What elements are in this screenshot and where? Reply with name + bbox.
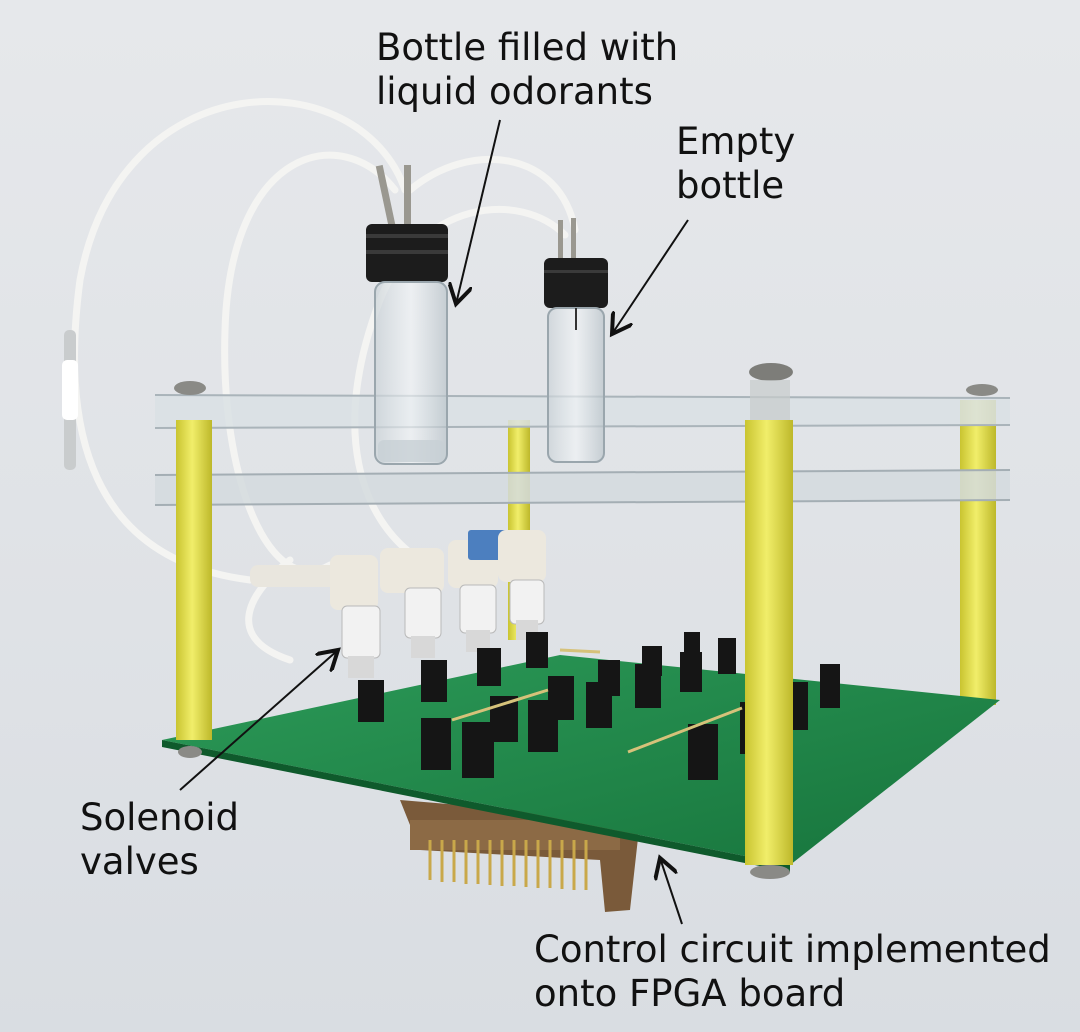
- acrylic-plate-bottom: [154, 469, 1011, 506]
- label-control-circuit: Control circuit implemented onto FPGA bo…: [534, 928, 1051, 1015]
- label-bottle-filled: Bottle filled with liquid odorants: [376, 26, 679, 113]
- standoff-front-left: [174, 381, 212, 758]
- standoff-back-right-cap: [966, 384, 998, 396]
- arrow-control-circuit: [660, 858, 683, 925]
- bottle-filled: [366, 164, 448, 465]
- arrow-bottle-filled: [456, 119, 501, 304]
- arrow-empty-bottle: [612, 219, 689, 334]
- label-solenoid-valves: Solenoid valves: [80, 796, 240, 883]
- pcb-pin-rows: [451, 648, 743, 754]
- tubing-sleeve: [62, 330, 78, 470]
- annotation-arrows: [179, 119, 689, 925]
- solenoid-valves: [250, 530, 546, 678]
- valve-4: [468, 530, 546, 640]
- valve-2: [380, 548, 444, 658]
- arrow-solenoid-valves: [179, 650, 338, 791]
- standoff-front-right: [745, 363, 793, 879]
- valve-1: [250, 555, 381, 678]
- label-empty-bottle: Empty bottle: [676, 120, 796, 207]
- standoff-back-right: [960, 400, 996, 705]
- bottle-empty: [544, 218, 608, 463]
